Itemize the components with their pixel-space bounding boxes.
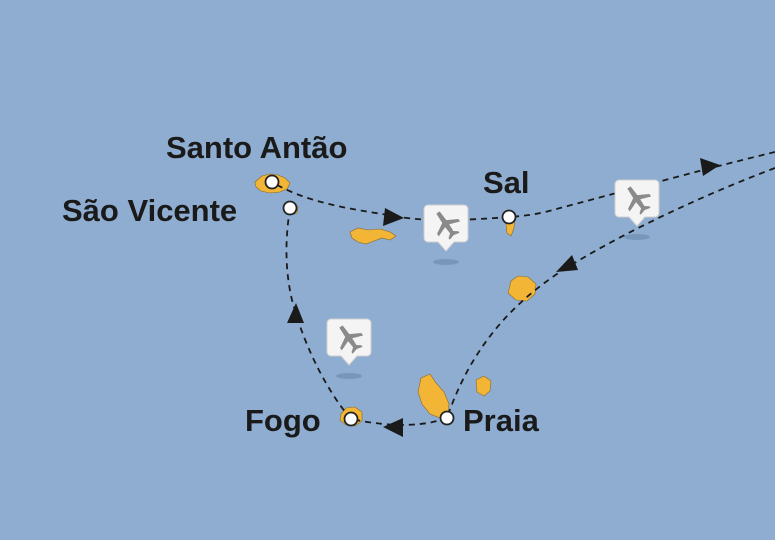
route-segment-sal-to-praia — [446, 167, 775, 419]
route-segment-fogo-to-sao-vicente — [285, 207, 352, 420]
airplane-icon — [339, 325, 364, 354]
flight-pin-3 — [326, 318, 372, 379]
route-arrows — [287, 158, 720, 437]
port-marker-praia[interactable] — [439, 410, 455, 426]
arrow-to-santo-antao-icon — [383, 208, 404, 226]
port-labels: Santo Antão São Vicente Sal Fogo Praia — [62, 130, 540, 438]
label-santo-antao: Santo Antão — [166, 130, 347, 165]
islands — [254, 173, 537, 427]
port-marker-sao-vicente[interactable] — [282, 200, 298, 216]
island-sao-nicolau — [349, 227, 397, 245]
route-segment-sal-to-santo-antao — [271, 181, 510, 221]
port-marker-santo-antao[interactable] — [264, 174, 280, 190]
arrow-to-praia-icon — [556, 255, 578, 272]
island-boa-vista — [507, 275, 537, 302]
port-marker-fogo[interactable] — [343, 411, 359, 427]
port-marker-sal[interactable] — [501, 209, 517, 225]
label-sao-vicente: São Vicente — [62, 193, 237, 228]
route-segment-incoming — [508, 151, 775, 218]
flight-pin-2 — [614, 179, 660, 240]
label-praia: Praia — [463, 403, 540, 438]
cruise-route — [271, 151, 775, 426]
label-sal: Sal — [483, 165, 530, 200]
arrow-to-fogo-icon — [383, 418, 403, 437]
arrow-to-sao-vicente-icon — [287, 303, 304, 323]
airplane-icon — [627, 186, 652, 215]
port-markers — [264, 174, 517, 427]
arrow-incoming-icon — [700, 158, 720, 176]
island-maio — [475, 375, 492, 397]
flight-pin-1 — [423, 204, 469, 265]
label-fogo: Fogo — [245, 403, 321, 438]
airplane-icon — [436, 211, 461, 240]
